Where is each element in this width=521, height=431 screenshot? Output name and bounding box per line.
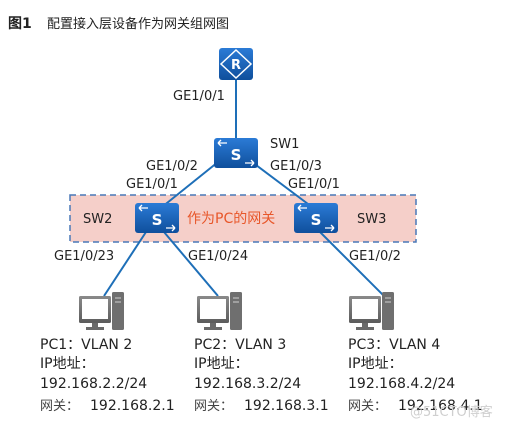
sw2-port-up: GE1/0/1	[126, 177, 178, 192]
pc1-computer-icon	[79, 292, 124, 330]
pc3-gw-label: 网关：	[348, 399, 387, 414]
gateway-label: 作为PC的网关	[187, 211, 275, 227]
sw2-port-pc2: GE1/0/24	[188, 249, 248, 264]
gateway-zone	[69, 194, 417, 243]
pc3-ip: 192.168.4.2/24	[348, 376, 455, 392]
link-sw3-pc3	[319, 231, 385, 297]
figure-caption: 配置接入层设备作为网关组网图	[47, 16, 229, 32]
sw3-name: SW3	[357, 212, 386, 227]
switch-sw1: S	[214, 138, 258, 168]
watermark: @51CTO博客	[410, 404, 493, 420]
figure-title: 图1 配置接入层设备作为网关组网图	[8, 16, 229, 32]
pc2-computer-icon	[197, 292, 242, 330]
figure-number: 图1	[8, 16, 32, 32]
pc1-gw-label: 网关：	[40, 399, 79, 414]
pc1-info: PC1：VLAN 2 IP地址： 192.168.2.2/24 网关： 192.…	[40, 337, 175, 414]
pc3-gw: 192.168.4.1	[398, 398, 483, 414]
router-icon	[219, 48, 253, 80]
pc1-ip: 192.168.2.2/24	[40, 376, 147, 392]
router-symbol: R	[231, 58, 241, 73]
sw1-name: SW1	[270, 137, 299, 152]
pc2-name: PC2：VLAN 3	[194, 337, 286, 353]
sw1-symbol: S	[231, 146, 242, 164]
pc3-name: PC3：VLAN 4	[348, 337, 440, 353]
pc2-ip-label: IP地址：	[194, 356, 249, 372]
pc2-gw-label: 网关：	[194, 399, 233, 414]
switch-icon	[294, 203, 338, 233]
link-sw2-pc1	[103, 231, 147, 297]
sw2-symbol: S	[152, 211, 163, 229]
pc2-ip: 192.168.3.2/24	[194, 376, 301, 392]
link-sw1-sw2	[161, 161, 219, 208]
sw3-port-pc3: GE1/0/2	[349, 249, 401, 264]
router: R	[219, 48, 253, 80]
pc3-computer-icon	[349, 292, 394, 330]
pc1-ip-label: IP地址：	[40, 356, 95, 372]
switch-sw2: S	[135, 203, 179, 233]
pc3-ip-label: IP地址：	[348, 356, 403, 372]
link-sw2-pc2	[163, 231, 219, 297]
router-port-label: GE1/0/1	[173, 89, 225, 104]
switch-icon	[214, 138, 258, 168]
sw1-port-left: GE1/0/2	[146, 159, 198, 174]
pc2-gw: 192.168.3.1	[244, 398, 329, 414]
sw3-symbol: S	[311, 211, 322, 229]
pc1-name: PC1：VLAN 2	[40, 337, 132, 353]
link-sw1-sw3	[251, 161, 313, 208]
sw3-port-up: GE1/0/1	[288, 177, 340, 192]
pc2-info: PC2：VLAN 3 IP地址： 192.168.3.2/24 网关： 192.…	[194, 337, 329, 414]
links	[103, 80, 385, 297]
sw2-port-pc1: GE1/0/23	[54, 249, 114, 264]
sw2-name: SW2	[83, 212, 112, 227]
switch-icon	[135, 203, 179, 233]
pc1-gw: 192.168.2.1	[90, 398, 175, 414]
sw1-port-right: GE1/0/3	[270, 159, 322, 174]
switch-sw3: S	[294, 203, 338, 233]
pc3-info: PC3：VLAN 4 IP地址： 192.168.4.2/24 网关： 192.…	[348, 337, 483, 414]
